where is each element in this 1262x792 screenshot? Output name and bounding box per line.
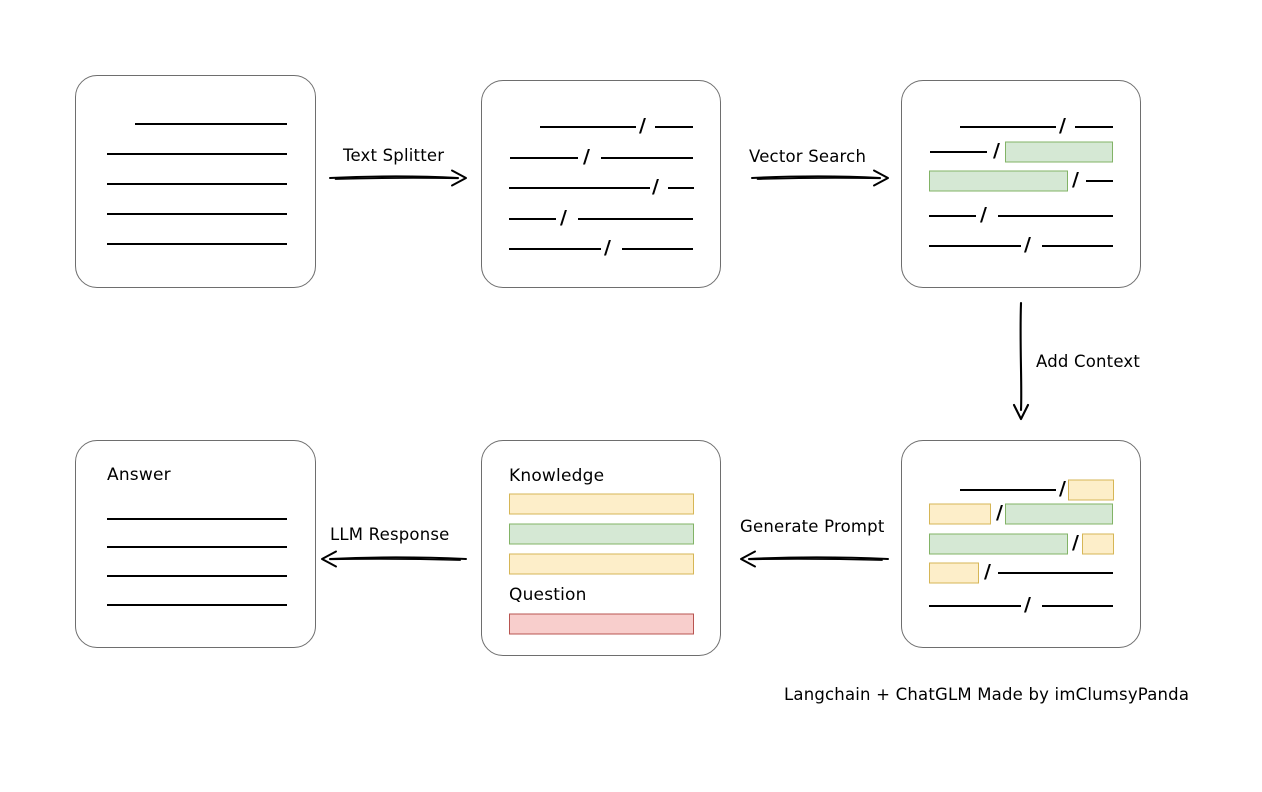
edge-add-context [1012,301,1030,421]
node-split-chunks[interactable] [481,80,721,288]
chunk-separator-icon: / [996,501,1003,524]
edge-label-llm-response: LLM Response [330,525,450,544]
edge-text-splitter [329,169,467,187]
chunk-separator-icon: / [560,206,567,229]
text-line [929,245,1021,247]
chunk-separator-icon: / [604,236,611,259]
text-line [107,243,287,245]
text-line [107,213,287,215]
text-line [1042,605,1113,607]
section-label-knowledge: Knowledge [509,466,605,486]
text-line [510,157,578,159]
chunk-separator-icon: / [980,203,987,226]
highlight-chip-yellow [509,493,694,515]
text-line [929,605,1021,607]
edge-label-text-splitter: Text Splitter [343,146,445,165]
highlight-chip-green [509,523,694,545]
chunk-separator-icon: / [993,139,1000,162]
highlight-chip-green [1005,141,1113,163]
chunk-separator-icon: / [652,175,659,198]
text-line [601,157,693,159]
text-line [135,123,287,125]
highlight-chip-yellow [929,562,979,584]
text-line [960,126,1056,128]
chunk-separator-icon: / [1024,233,1031,256]
footer-credit: Langchain + ChatGLM Made by imClumsyPand… [784,685,1190,704]
edge-label-generate-prompt: Generate Prompt [740,517,885,536]
text-line [960,489,1056,491]
text-line [578,218,693,220]
text-line [929,215,976,217]
text-line [668,187,694,189]
highlight-chip-red [509,613,694,635]
highlight-chip-yellow [929,503,991,525]
highlight-chip-yellow [509,553,694,575]
text-line [509,248,601,250]
node-source-document[interactable] [75,75,316,288]
highlight-chip-green [929,533,1068,555]
text-line [998,572,1113,574]
text-line [107,546,287,548]
chunk-separator-icon: / [1072,168,1079,191]
text-line [655,126,693,128]
node-title-answer: Answer [107,465,171,485]
highlight-chip-green [929,170,1068,192]
text-line [930,151,987,153]
edge-label-add-context: Add Context [1036,352,1141,371]
chunk-separator-icon: / [1059,114,1066,137]
section-label-question: Question [509,585,587,605]
chunk-separator-icon: / [1024,593,1031,616]
chunk-separator-icon: / [1072,531,1079,554]
text-line [107,183,287,185]
text-line [1086,180,1113,182]
text-line [1042,245,1113,247]
highlight-chip-yellow [1068,479,1114,501]
highlight-chip-yellow [1082,533,1114,555]
text-line [509,187,650,189]
text-line [107,604,287,606]
chunk-separator-icon: / [984,560,991,583]
edge-vector-search [751,169,889,187]
highlight-chip-green [1005,503,1113,525]
node-answer[interactable] [75,440,316,648]
chunk-separator-icon: / [1059,477,1066,500]
text-line [509,218,556,220]
text-line [107,153,287,155]
chunk-separator-icon: / [639,114,646,137]
chunk-separator-icon: / [583,145,590,168]
text-line [1075,126,1113,128]
edge-generate-prompt [740,550,889,568]
edge-label-vector-search: Vector Search [749,147,867,166]
text-line [107,518,287,520]
text-line [622,248,693,250]
text-line [540,126,636,128]
text-line [998,215,1113,217]
edge-llm-response [321,550,467,568]
text-line [107,575,287,577]
